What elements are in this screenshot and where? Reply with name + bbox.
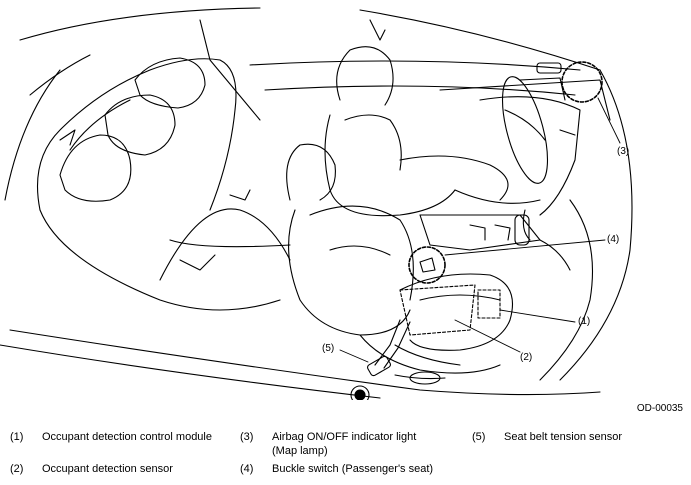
car-body-outline [0,7,633,399]
legend-item-5: (5) Seat belt tension sensor [472,430,682,446]
driver-seat [324,19,541,217]
callout-1: (1) [578,316,591,327]
legend-text: Occupant detection sensor [42,463,173,475]
legend-text: Buckle switch (Passenger's seat) [272,463,434,475]
leader-line-1 [499,309,576,323]
callout-5: (5) [322,343,335,354]
legend-number: (4) [240,463,254,475]
legend-item-4: (4) Buckle switch (Passenger's seat) [240,462,460,478]
figure-id: OD-00035 [636,403,683,414]
legend-item-2: (2) Occupant detection sensor [10,462,230,478]
legend-number: (2) [10,463,24,475]
callout-4: (4) [607,234,620,245]
legend-text: Seat belt tension sensor [504,431,623,443]
legend-number: (3) [240,431,254,443]
occupant-detection-control-module [477,289,501,319]
seat-belt-tension-sensor [350,385,370,400]
legend-item-1: (1) Occupant detection control module [10,430,230,460]
legend-number: (5) [472,431,486,443]
leader-line-2 [454,319,521,353]
vehicle-interior-illustration [0,7,633,400]
legend-number: (1) [10,431,24,443]
leader-line-5 [339,349,369,363]
legend-item-3: (3) Airbag ON/OFF indicator light (Map l… [240,430,450,460]
buckle-switch-highlight [408,246,446,284]
leader-line-3 [597,97,621,144]
rear-seat [37,57,291,311]
callout-2: (2) [520,352,533,363]
callout-3: (3) [617,146,630,157]
steering-wheel [479,76,581,216]
center-console [419,209,571,271]
occupant-detection-sensor [399,284,476,336]
leader-line-4 [444,239,606,256]
legend-text: Airbag ON/OFF indicator light (Map lamp) [272,431,417,457]
sun-visor [519,62,566,101]
legend-text: Occupant detection control module [42,431,212,443]
seat-belt-assembly [367,319,446,385]
passenger-seat [286,143,514,374]
leader-lines [339,97,621,363]
airbag-indicator-highlight [561,61,603,103]
